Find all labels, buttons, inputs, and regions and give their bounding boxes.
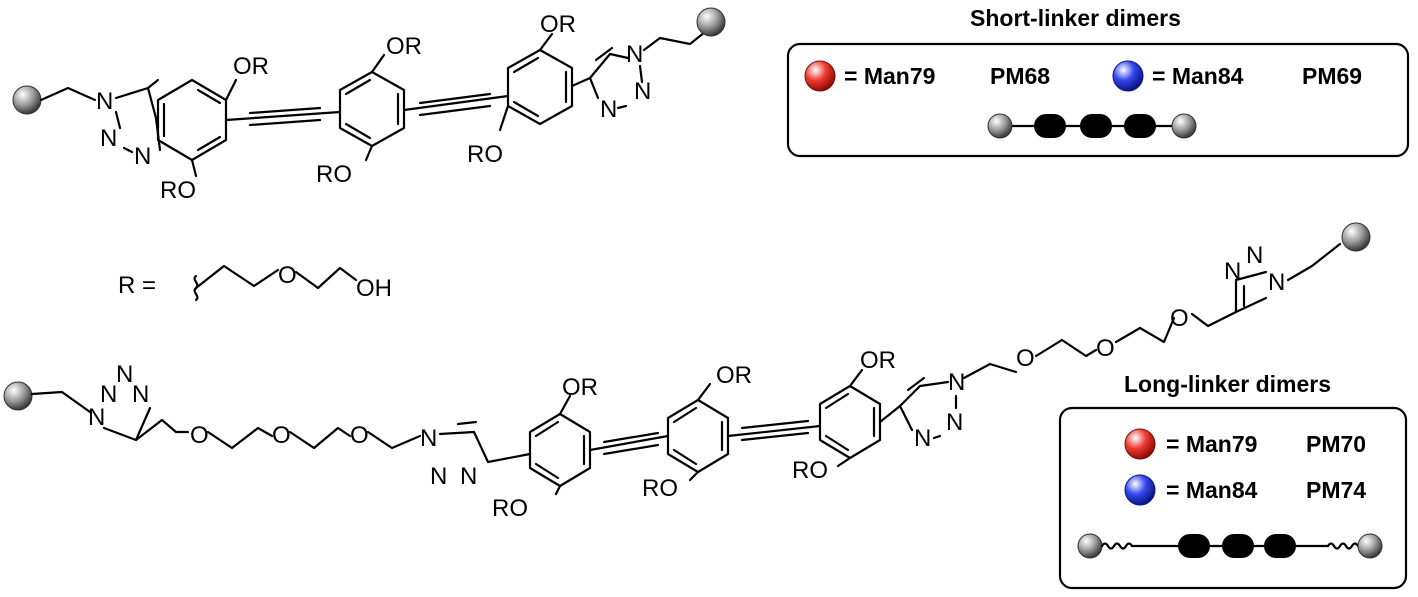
atom-N: N [132,381,149,408]
atom-OR: OR [540,11,576,38]
schematic-core-unit [1264,534,1296,558]
atom-O: O [1016,345,1035,372]
atom-N: N [1224,258,1241,285]
legend-pm69-code: PM69 [1302,63,1362,89]
long-linker-molecule: N N N N O O O N N N OR RO [3,222,1371,522]
schematic-end-sphere [1077,533,1103,559]
short-linker-legend: Short-linker dimers = Man79 PM68 = Man84… [786,5,1410,158]
r-group-definition: R = O OH [118,262,392,302]
red-sphere-icon [1124,428,1156,460]
atom-RO: RO [492,495,528,522]
atom-N: N [948,369,965,396]
atom-OR: OR [860,347,896,374]
schematic-end-sphere [1171,113,1197,139]
legend-man79-label: = Man79 [844,63,935,89]
atom-O: O [190,422,209,449]
atom-N: N [1246,242,1263,269]
atom-OR: OR [716,362,752,389]
atom-OR: OR [562,374,598,401]
atom-OR: OR [233,53,269,80]
atom-N: N [946,409,963,436]
legend-man84-label: = Man84 [1166,477,1258,503]
atom-N: N [634,78,651,105]
atom-N: N [100,381,117,408]
atom-OH: OH [356,275,392,302]
atom-O: O [1096,335,1115,362]
sphere-end-left [12,85,42,115]
atom-N: N [626,41,643,68]
atom-N: N [96,88,113,115]
atom-N: N [88,404,105,431]
schematic-core-unit [1124,114,1156,138]
red-sphere-icon [804,60,836,92]
schematic-end-sphere [987,113,1013,139]
atom-N: N [134,143,151,170]
atom-RO: RO [792,457,828,484]
r-equals-label: R = [118,272,156,299]
atom-O: O [1170,305,1189,332]
legend-pm68-code: PM68 [990,63,1050,89]
schematic-core-unit [1222,534,1254,558]
sphere-end-right [1341,222,1371,252]
legend-box [786,42,1410,158]
atom-N: N [430,463,447,490]
atom-O: O [272,422,291,449]
legend-title: Short-linker dimers [970,5,1181,31]
short-linker-molecule: N N N OR RO OR RO [12,7,726,204]
legend-title: Long-linker dimers [1124,371,1331,397]
legend-pm74-code: PM74 [1306,477,1366,503]
atom-N: N [460,463,477,490]
atom-N: N [116,361,133,388]
schematic-core-unit [1034,114,1066,138]
atom-RO: RO [316,161,352,188]
atom-RO: RO [160,177,196,204]
schematic-core-unit [1178,534,1210,558]
long-linker-legend: Long-linker dimers = Man79 PM70 = Man84 … [1058,371,1408,590]
legend-man84-label: = Man84 [1152,63,1244,89]
blue-sphere-icon [1124,474,1156,506]
blue-sphere-icon [1112,60,1144,92]
atom-OR: OR [386,33,422,60]
atom-N: N [914,425,931,452]
schematic-end-sphere [1357,533,1383,559]
schematic-core-unit [1080,114,1112,138]
sphere-end-right [696,7,726,37]
atom-O: O [278,262,297,289]
atom-RO: RO [642,475,678,502]
legend-man79-label: = Man79 [1166,431,1257,457]
atom-RO: RO [467,141,503,168]
atom-N: N [420,425,437,452]
legend-pm70-code: PM70 [1306,431,1366,457]
sphere-end-left [3,381,33,411]
atom-O: O [350,422,369,449]
atom-N: N [600,96,617,123]
atom-N: N [100,125,117,152]
atom-N: N [1268,269,1285,296]
